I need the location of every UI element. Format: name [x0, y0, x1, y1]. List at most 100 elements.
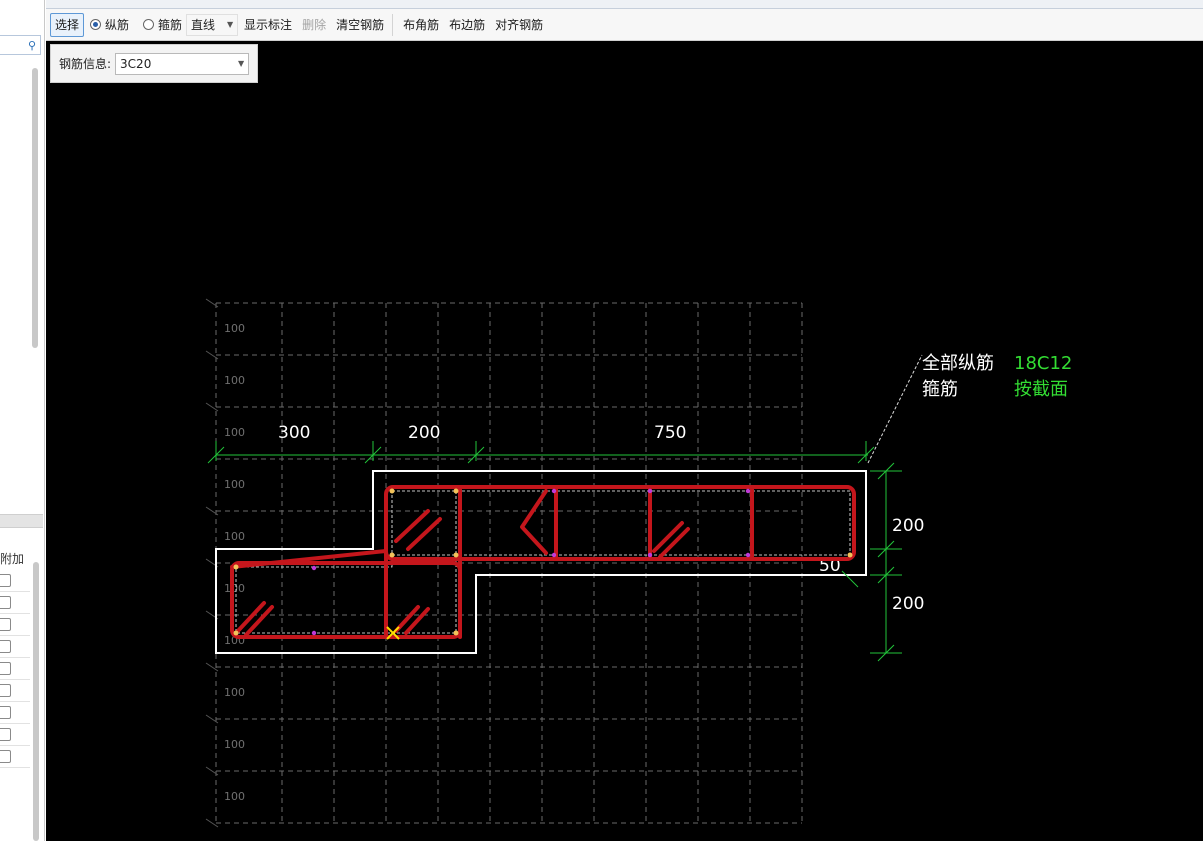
drawing-canvas[interactable]: 100 100 100 100 100 100 100 100 100 100 — [46, 41, 1203, 841]
rebar-point[interactable] — [647, 488, 653, 494]
longitudinal-radio[interactable]: 纵筋 — [90, 16, 129, 33]
rebar-point[interactable] — [745, 488, 751, 494]
chevron-down-icon: ▼ — [237, 59, 245, 68]
annotation-long-value[interactable]: 18C12 — [1014, 353, 1072, 374]
rebar-point[interactable] — [453, 552, 459, 558]
clear-rebar-button[interactable]: 清空钢筋 — [336, 17, 385, 32]
grid-labels: 100 100 100 100 100 100 100 100 100 100 — [224, 322, 245, 803]
longitudinal-label: 纵筋 — [105, 18, 130, 32]
row-checkbox[interactable] — [0, 596, 11, 609]
search-input[interactable]: ⚲ — [0, 35, 41, 55]
stirrups[interactable] — [230, 485, 856, 639]
draw-mode-select[interactable]: 直线 ▼ — [186, 13, 239, 36]
grid-label: 100 — [224, 530, 245, 543]
grid-label: 100 — [224, 582, 245, 595]
chevron-down-icon: ▼ — [226, 20, 234, 29]
rebar-point[interactable] — [233, 630, 239, 636]
stirrup-lower[interactable] — [230, 561, 462, 639]
row-checkbox[interactable] — [0, 750, 11, 763]
rebar-info-select[interactable]: 3C20 ▼ — [115, 52, 250, 75]
section-drawing[interactable]: 100 100 100 100 100 100 100 100 100 100 — [46, 41, 1203, 841]
row-checkbox[interactable] — [0, 662, 11, 675]
rebar-info-label: 钢筋信息: — [59, 57, 112, 71]
dim-text: 200 — [892, 516, 924, 536]
delete-button[interactable]: 删除 — [302, 17, 327, 32]
grid-label: 100 — [224, 738, 245, 751]
rebar-point[interactable] — [647, 552, 653, 558]
inner-cover-lines — [235, 490, 851, 634]
grid-label: 100 — [224, 322, 245, 335]
rebar-point[interactable] — [453, 630, 459, 636]
radio-unselected-icon — [143, 19, 155, 30]
rebar-point[interactable] — [311, 630, 317, 636]
rebar-info-value: 3C20 — [120, 56, 152, 71]
show-dims-button[interactable]: 显示标注 — [244, 17, 293, 32]
section-outline[interactable] — [215, 470, 867, 654]
draw-mode-value: 直线 — [191, 18, 216, 32]
row-checkbox[interactable] — [0, 640, 11, 653]
dim-text: 300 — [278, 423, 310, 443]
grid-label: 100 — [224, 478, 245, 491]
list-item — [0, 746, 30, 768]
stirrup-label: 箍筋 — [158, 18, 183, 32]
edge-rebar-button[interactable]: 布边筋 — [449, 17, 486, 32]
dim-text: 200 — [408, 423, 440, 443]
left-scrollbar[interactable] — [30, 64, 39, 514]
grid — [215, 302, 803, 824]
list-item — [0, 592, 30, 614]
list-item — [0, 636, 30, 658]
rebar-point[interactable] — [311, 565, 317, 571]
rebar-points[interactable] — [233, 488, 853, 636]
grid-label: 100 — [224, 426, 245, 439]
hook[interactable] — [520, 489, 548, 555]
tab-strip — [46, 0, 1203, 9]
grid-label: 100 — [224, 374, 245, 387]
left-panel: ⚲ 附加 — [0, 0, 45, 841]
annotation[interactable]: 全部纵筋 18C12 箍筋 按截面 — [922, 353, 1072, 400]
row-checkbox[interactable] — [0, 728, 11, 741]
dimension-lines — [207, 441, 902, 662]
list-item — [0, 702, 30, 724]
search-icon[interactable]: ⚲ — [27, 39, 36, 52]
toolbar: 选择 纵筋 箍筋 直线 ▼ 显示标注 删除 清空钢筋 布角筋 布边筋 对齐钢筋 — [46, 9, 1203, 41]
list-item — [0, 570, 30, 592]
annotation-long-label: 全部纵筋 — [922, 353, 994, 374]
align-rebar-button[interactable]: 对齐钢筋 — [495, 17, 544, 32]
row-checkbox[interactable] — [0, 618, 11, 631]
rebar-point[interactable] — [551, 552, 557, 558]
column-header: 附加 — [0, 552, 25, 566]
grid-label: 100 — [224, 790, 245, 803]
row-checkbox[interactable] — [0, 706, 11, 719]
rebar-point[interactable] — [233, 564, 239, 570]
rebar-info-panel: 钢筋信息: 3C20 ▼ — [50, 44, 258, 83]
dim-text: 750 — [654, 423, 686, 443]
annotation-stirrup-label: 箍筋 — [922, 379, 958, 400]
annotation-stirrup-value[interactable]: 按截面 — [1014, 379, 1068, 400]
rebar-point[interactable] — [847, 552, 853, 558]
dim-text: 200 — [892, 594, 924, 614]
row-checkbox[interactable] — [0, 574, 11, 587]
list-item — [0, 680, 30, 702]
dimension-texts: 300 200 750 200 200 50 — [278, 423, 924, 614]
rebar-point[interactable] — [453, 488, 459, 494]
rebar-point[interactable] — [551, 488, 557, 494]
list-scrollbar[interactable] — [32, 562, 40, 841]
rebar-point[interactable] — [745, 552, 751, 558]
leader-line — [867, 354, 923, 464]
cursor-cross-icon — [386, 626, 400, 640]
radio-selected-icon — [90, 19, 102, 30]
rebar-point[interactable] — [389, 552, 395, 558]
stirrup-outer[interactable] — [384, 485, 856, 561]
toolbar-separator — [392, 13, 394, 36]
panel-splitter[interactable] — [0, 514, 43, 528]
row-checkbox[interactable] — [0, 684, 11, 697]
grid-label: 100 — [224, 686, 245, 699]
tie-bar[interactable] — [230, 549, 388, 569]
stirrup-radio[interactable]: 箍筋 — [143, 16, 182, 33]
checkbox-list — [0, 570, 30, 768]
list-item — [0, 614, 30, 636]
select-button[interactable]: 选择 — [50, 12, 85, 37]
list-item — [0, 658, 30, 680]
rebar-point[interactable] — [389, 488, 395, 494]
corner-rebar-button[interactable]: 布角筋 — [403, 17, 440, 32]
